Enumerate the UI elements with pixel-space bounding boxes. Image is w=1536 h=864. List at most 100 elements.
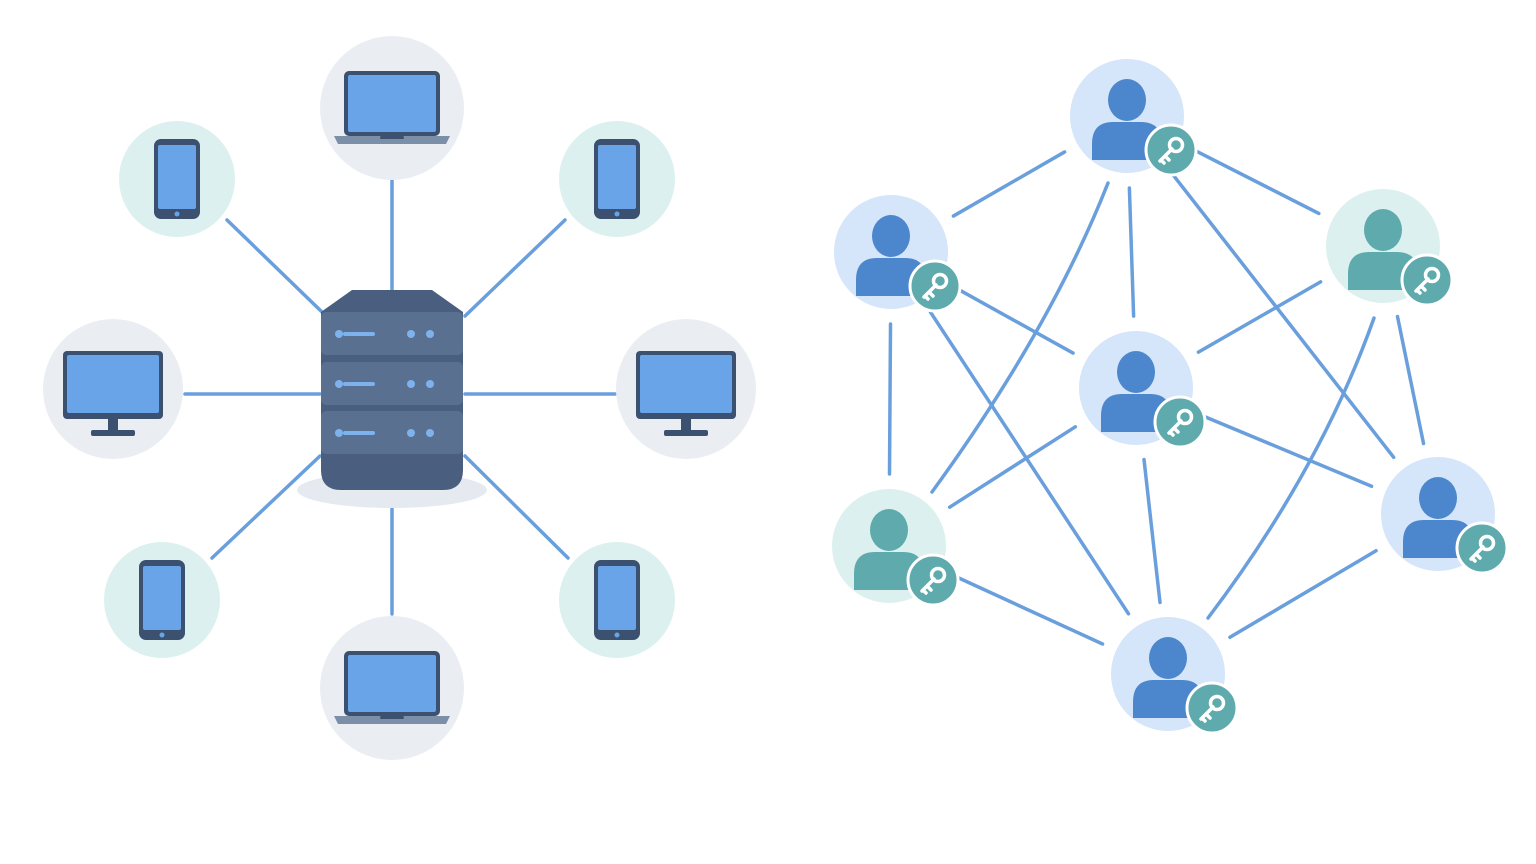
monitor-icon [63,351,163,436]
laptop-base [334,716,450,724]
key-icon [1185,681,1239,735]
server-unit-1 [321,312,463,360]
server-divider [321,454,463,459]
key-bow [931,272,949,290]
person-head [1149,637,1187,679]
key-glyph [1158,136,1185,165]
key-bow [929,566,947,584]
link-upper-right-lower-right [1395,314,1426,446]
person-body [856,258,926,296]
peer-upper-right [1326,189,1454,307]
link-top-lower-right [1169,170,1396,460]
link-upper-left-bottom [928,310,1131,616]
link-lower-right-bottom [1228,548,1378,640]
server-divider [321,405,463,410]
server-light [407,330,415,338]
link-top-upper-left [951,150,1067,218]
key-glyph [1199,694,1226,723]
key-shaft [1199,705,1215,723]
phone-button [174,211,180,217]
key-bow [1208,694,1226,712]
server-panel [321,312,463,355]
user-icon [854,509,924,590]
person-head [1419,477,1457,519]
phone-button [614,211,620,217]
user-icon [1092,79,1162,160]
key-glyph [1414,266,1441,295]
device-phone-top-left [119,121,235,237]
phone-screen [598,145,636,209]
key-shaft [920,577,936,595]
server-slot [343,332,375,336]
link-center-lower-left [947,425,1078,509]
server-unit-3 [321,411,463,459]
user-icon [1133,637,1203,718]
person-body [1133,680,1203,718]
user-icon [1348,209,1418,290]
peer-network-links [887,146,1426,646]
server-led [335,429,343,437]
monitor-screen [67,355,159,413]
device-phone-top-right [559,121,675,237]
centralized-network-links [183,176,617,616]
link-lower-left-bottom [952,574,1105,646]
peer-top [1070,59,1198,177]
key-icon [1144,123,1198,177]
monitor-neck [108,419,118,431]
server-slot [343,382,375,386]
server-divider [321,355,463,360]
user-icon [1403,477,1473,558]
server-light [426,330,434,338]
link-phone-bottom-right [463,454,570,560]
server-led [335,380,343,388]
person-head [1108,79,1146,121]
link-phone-top-right [463,218,567,318]
link-upper-left-center [952,285,1075,355]
key-shaft [1167,419,1183,437]
device-laptop-top [320,36,464,180]
server-light [407,429,415,437]
person-head [1117,351,1155,393]
link-upper-right-bottom [1206,316,1376,620]
phone-button [159,632,165,638]
phone-button [614,632,620,638]
key-bow [1478,534,1496,552]
server-led [335,330,343,338]
smartphone-icon [154,139,200,219]
server-slot [343,431,375,435]
device-monitor-left [43,319,183,459]
person-body [1348,252,1418,290]
laptop-notch [380,716,404,719]
peer-lower-left [832,489,960,607]
user-icon [1101,351,1171,432]
person-head [872,215,910,257]
phone-screen [158,145,196,209]
server-light [407,380,415,388]
smartphone-icon [139,560,185,640]
device-monitor-right [616,319,756,459]
smartphone-icon [594,139,640,219]
link-upper-left-lower-left [887,322,893,476]
laptop-base [334,136,450,144]
key-glyph [1167,408,1194,437]
person-body [1092,122,1162,160]
person-body [1403,520,1473,558]
peer-network-nodes [832,59,1509,735]
device-phone-bottom-right [559,542,675,658]
server-panel [321,411,463,454]
person-head [870,509,908,551]
link-top-center [1127,186,1136,318]
key-shaft [1469,545,1485,563]
monitor-icon [636,351,736,436]
key-bow [1176,408,1194,426]
key-glyph [922,272,949,301]
user-icon [856,215,926,296]
key-glyph [1469,534,1496,563]
server-light [426,380,434,388]
link-center-bottom [1142,457,1162,605]
server-light [426,429,434,437]
device-laptop-bottom [320,616,464,760]
laptop-notch [380,136,404,139]
